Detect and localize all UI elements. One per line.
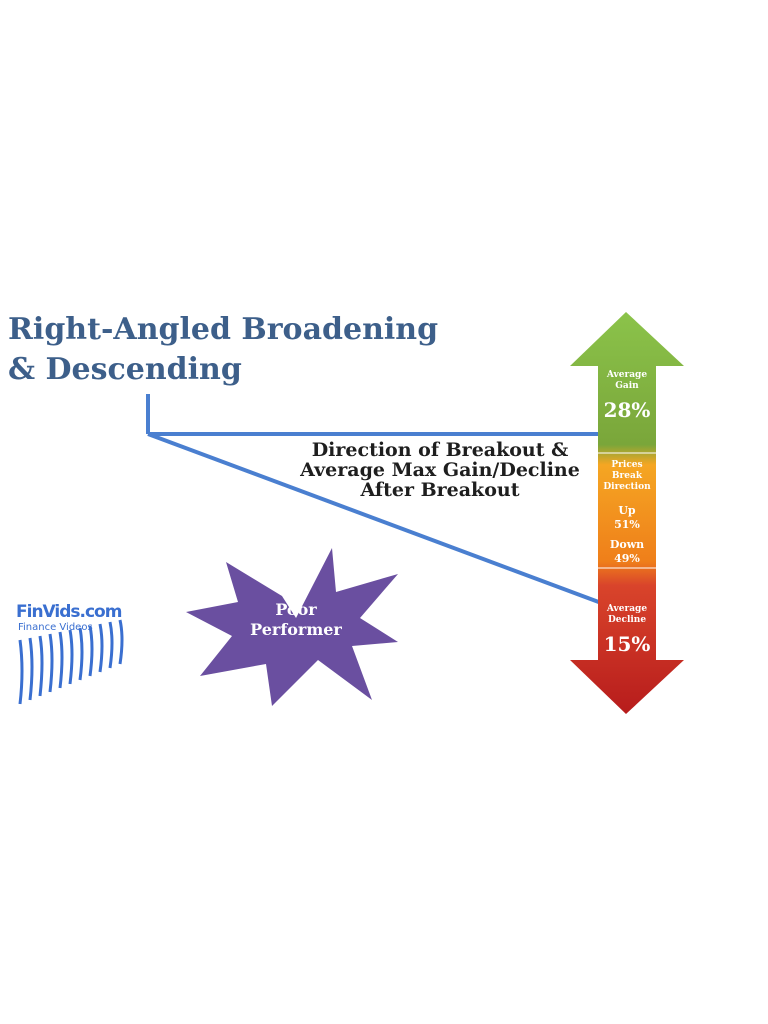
direction-label-line3: After Breakout [360,479,520,501]
break-down: Down 49% [598,538,656,566]
poor-performer-line1: Poor [275,600,317,619]
poor-performer-label: Poor Performer [226,600,366,640]
direction-label-line2: Average Max Gain/Decline [300,459,580,481]
average-decline-value: 15% [603,632,651,656]
break-down-value: 49% [614,552,640,565]
average-gain-value: 28% [603,398,651,422]
break-up-label: Up [618,504,636,517]
poor-performer-line2: Performer [250,620,342,639]
break-up-value: 51% [614,518,640,531]
prices-break-line2: Break [611,471,643,481]
pattern-title-line1: Right-Angled Broadening [8,312,439,347]
pattern-descending-line [147,432,605,606]
breakout-arrow [570,312,684,714]
average-gain-label-line2: Gain [615,381,639,391]
average-gain-label: Average Gain [598,370,656,392]
poor-performer-star [186,548,398,706]
average-decline-label: Average Decline [598,604,656,626]
break-down-label: Down [609,538,645,551]
prices-break-line3: Direction [603,482,651,492]
finvids-logo-tagline: Finance Videos [18,622,93,633]
average-decline-label-line1: Average [606,604,648,614]
direction-label: Direction of Breakout & Average Max Gain… [280,440,600,500]
direction-label-line1: Direction of Breakout & [311,439,569,461]
prices-break-line1: Prices [611,460,643,470]
break-up: Up 51% [598,504,656,532]
finvids-logo-name: FinVids.com [16,602,122,622]
average-gain-label-line1: Average [606,370,648,380]
average-decline-label-line2: Decline [607,615,647,625]
pattern-title-line2: & Descending [8,352,242,387]
finvids-logo-bars [18,619,124,705]
prices-break-label: Prices Break Direction [598,460,656,493]
